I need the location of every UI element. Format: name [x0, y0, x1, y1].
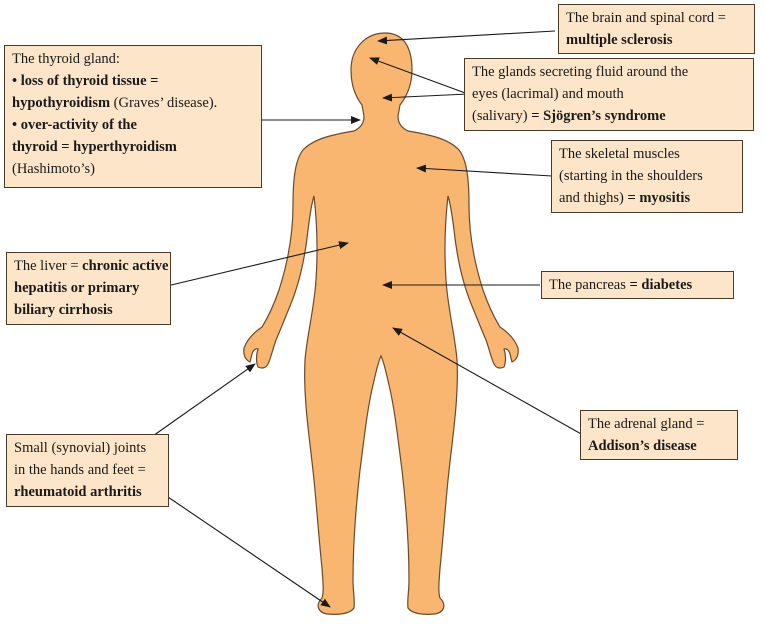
glands-disease: = Sjögren’s syndrome — [531, 108, 665, 124]
thyroid-bullet2-disease: thyroid = hyperthyroidism — [12, 136, 255, 158]
adrenal-text: The adrenal gland = — [588, 413, 731, 435]
brain-text: The brain and spinal cord = — [566, 7, 748, 29]
thyroid-title: The thyroid gland: — [12, 48, 255, 70]
muscles-line2: (starting in the shoulders — [559, 165, 736, 187]
label-brain: The brain and spinal cord = multiple scl… — [558, 4, 755, 54]
glands-line1: The glands secreting fluid around the — [472, 61, 747, 83]
label-adrenal: The adrenal gland = Addison’s disease — [580, 410, 738, 460]
arrow-brain — [378, 31, 555, 41]
liver-disease-1: chronic active — [82, 258, 168, 274]
pancreas-line: The pancreas = diabetes — [549, 274, 727, 296]
glands-line3-text: (salivary) — [472, 108, 531, 124]
label-pancreas: The pancreas = diabetes — [541, 271, 734, 299]
liver-disease-2: hepatitis or primary — [14, 277, 164, 299]
joints-disease: rheumatoid arthritis — [14, 481, 162, 503]
label-glands: The glands secreting fluid around the ey… — [464, 58, 754, 131]
adrenal-disease: Addison’s disease — [588, 435, 731, 457]
liver-disease-3: biliary cirrhosis — [14, 299, 164, 321]
muscles-line3-text: and thighs) — [559, 190, 627, 206]
brain-disease: multiple sclerosis — [566, 29, 748, 51]
joints-line2: in the hands and feet = — [14, 459, 162, 481]
muscles-line1: The skeletal muscles — [559, 143, 736, 165]
liver-text: The liver = — [14, 258, 82, 274]
liver-line1: The liver = chronic active — [14, 255, 164, 277]
label-muscles: The skeletal muscles (starting in the sh… — [551, 140, 743, 213]
label-thyroid: The thyroid gland: • loss of thyroid tis… — [4, 45, 262, 188]
label-joints: Small (synovial) joints in the hands and… — [6, 434, 169, 507]
pancreas-disease: = diabetes — [630, 277, 693, 293]
thyroid-bullet1-line2: hypothyroidism (Graves’ disease). — [12, 92, 255, 114]
glands-line3: (salivary) = Sjögren’s syndrome — [472, 105, 747, 127]
thyroid-bullet1-bold: • loss of thyroid tissue = — [12, 70, 255, 92]
arrow-feet — [165, 495, 330, 607]
thyroid-bullet2-rest: (Hashimoto’s) — [12, 158, 255, 180]
pancreas-text: The pancreas — [549, 277, 630, 293]
thyroid-bullet1-rest: (Graves’ disease). — [110, 95, 217, 111]
arrow-hands — [150, 364, 255, 438]
muscles-line3: and thighs) = myositis — [559, 187, 736, 209]
joints-line1: Small (synovial) joints — [14, 437, 162, 459]
muscles-disease: = myositis — [627, 190, 690, 206]
thyroid-bullet1-disease: hypothyroidism — [12, 95, 110, 111]
label-liver: The liver = chronic active hepatitis or … — [6, 252, 171, 325]
thyroid-bullet2-bold: • over-activity of the — [12, 114, 255, 136]
glands-line2: eyes (lacrimal) and mouth — [472, 83, 747, 105]
